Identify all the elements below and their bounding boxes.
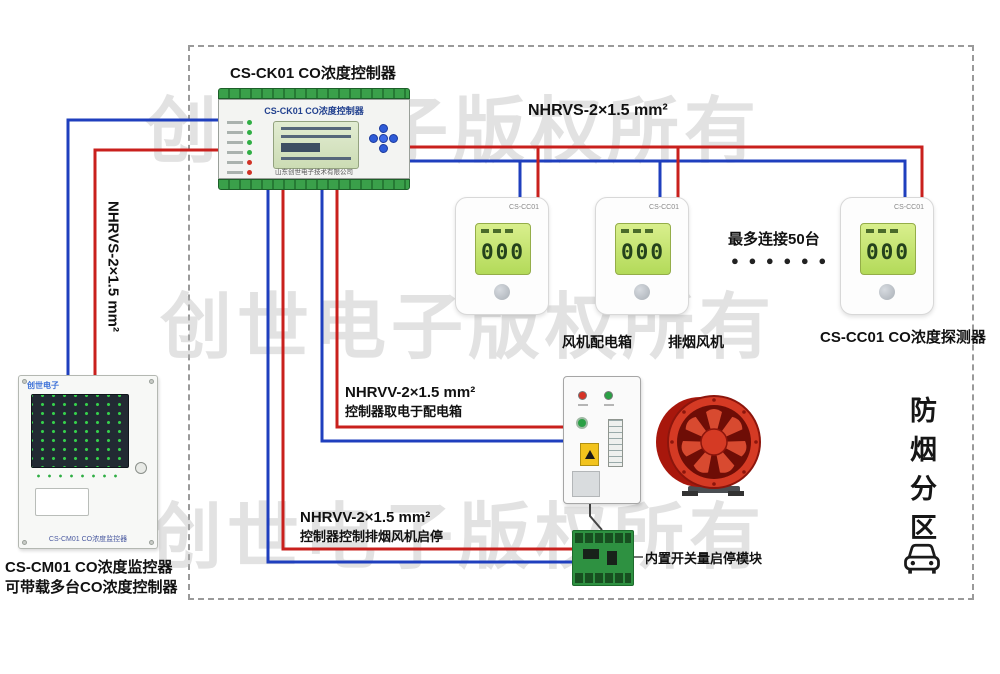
wire-monitor-red: [93, 148, 230, 385]
wire-control-blue: [266, 185, 580, 564]
lcd-status-icons: [866, 229, 898, 233]
monitor-screen: [31, 394, 129, 468]
controller-device-label: CS-CK01 CO浓度控制器: [264, 106, 364, 116]
detector-model-label: CS-CC01: [649, 204, 679, 211]
button-down-icon: [379, 144, 388, 153]
monitor-indicator-row: [33, 473, 125, 479]
monitor-caption: CS-CM01 CO浓度监控器 可带载多台CO浓度控制器: [5, 558, 178, 598]
fan-label: 排烟风机: [668, 334, 724, 350]
power-cable-label: NHRVV-2×1.5 mm² 控制器取电于配电箱: [345, 383, 475, 421]
button-ok-icon: [379, 134, 388, 143]
brand-logo-icon: [879, 284, 895, 300]
monitor-card-slot: [35, 488, 89, 516]
controller-nav-buttons: [369, 124, 399, 154]
lcd-value: 000: [866, 240, 910, 264]
brand-logo-text: 创世电子: [27, 381, 59, 390]
lamp-tick: [604, 404, 614, 406]
module-label: 内置开关量启停模块: [645, 551, 763, 566]
monitor-panel-label: CS-CM01 CO浓度监控器: [48, 536, 128, 543]
lcd-status-icons: [481, 229, 513, 233]
system-dashed-border: [188, 45, 974, 600]
brand-logo-icon: [634, 284, 650, 300]
module-terminals-top: [575, 533, 631, 543]
wire-monitor-blue: [66, 118, 230, 385]
zone-label: 防烟分区: [906, 396, 936, 552]
switch-module: [572, 530, 634, 586]
bus-left-cable-label: NHRVS-2×1.5 mm²: [104, 200, 122, 333]
warning-sticker-icon: [580, 443, 599, 466]
controller-body: CS-CK01 CO浓度控制器 山东创世电子技术有限公司: [218, 99, 410, 179]
controller-company-label: 山东创世电子技术有限公司: [275, 169, 353, 176]
monitor-caption-line2: 可带载多台CO浓度控制器: [5, 579, 178, 596]
wire-bus-blue: [400, 159, 907, 205]
lcd-status-icons: [621, 229, 653, 233]
screw-icon: [22, 379, 27, 384]
green-button-icon: [576, 417, 588, 429]
wire-bus-red: [400, 145, 924, 205]
car-icon: [904, 543, 940, 574]
button-up-icon: [379, 124, 388, 133]
exhaust-fan-icon: [656, 395, 761, 496]
wire-box-to-module: [589, 502, 603, 531]
power-cable-label-line2: 控制器取电于配电箱: [345, 404, 463, 419]
wire-control-red: [281, 185, 580, 551]
co-detector-2: CS-CC01 000: [595, 197, 689, 315]
distribution-box-label: 风机配电箱: [562, 334, 632, 350]
chip-icon: [583, 549, 599, 559]
control-cable-label-line2: 控制器控制排烟风机启停: [300, 529, 444, 544]
chip-icon: [607, 551, 617, 565]
detector-caption: CS-CC01 CO浓度探测器: [820, 329, 986, 346]
wire-power-red: [335, 185, 575, 429]
detector-lcd: 000: [860, 223, 916, 275]
button-left-icon: [369, 134, 378, 143]
fan-distribution-box: [563, 376, 641, 504]
detector-lcd: 000: [475, 223, 531, 275]
green-lamp-icon: [604, 391, 613, 400]
controller-title: CS-CK01 CO浓度控制器: [230, 65, 396, 82]
co-detector-1: CS-CC01 000: [455, 197, 549, 315]
screw-icon: [149, 540, 154, 545]
detector-lcd: 000: [615, 223, 671, 275]
co-monitor-device: 创世电子 CS-CM01 CO浓度监控器: [18, 375, 158, 549]
button-right-icon: [389, 134, 398, 143]
co-detector-3: CS-CC01 000: [840, 197, 934, 315]
ellipsis-dots: ● ● ● ● ● ●: [731, 253, 830, 268]
brand-logo-icon: [494, 284, 510, 300]
screw-icon: [22, 540, 27, 545]
co-controller-device: CS-CK01 CO浓度控制器 山东创世电子技术有限公司: [218, 88, 410, 190]
detector-model-label: CS-CC01: [509, 204, 539, 211]
monitor-caption-line1: CS-CM01 CO浓度监控器: [5, 559, 173, 576]
controller-lcd-screen: [273, 121, 359, 169]
module-terminals-bottom: [575, 573, 631, 583]
power-cable-label-line1: NHRVV-2×1.5 mm²: [345, 384, 476, 401]
meter-gauge: [608, 419, 623, 467]
box-opening: [572, 471, 600, 497]
lcd-value: 000: [481, 240, 525, 264]
control-cable-label: NHRVV-2×1.5 mm² 控制器控制排烟风机启停: [300, 508, 443, 546]
controller-led-column: [227, 120, 252, 180]
monitor-knob-icon: [135, 462, 147, 474]
lcd-value: 000: [621, 240, 665, 264]
terminal-strip-top-icon: [218, 88, 410, 99]
max-connect-note: 最多连接50台: [728, 231, 820, 248]
bus-top-cable-label: NHRVS-2×1.5 mm²: [528, 102, 668, 119]
red-lamp-icon: [578, 391, 587, 400]
terminal-strip-bottom-icon: [218, 179, 410, 190]
detector-model-label: CS-CC01: [894, 204, 924, 211]
control-cable-label-line1: NHRVV-2×1.5 mm²: [300, 509, 431, 526]
lamp-tick: [578, 404, 588, 406]
screw-icon: [149, 379, 154, 384]
wire-power-blue: [320, 185, 575, 443]
